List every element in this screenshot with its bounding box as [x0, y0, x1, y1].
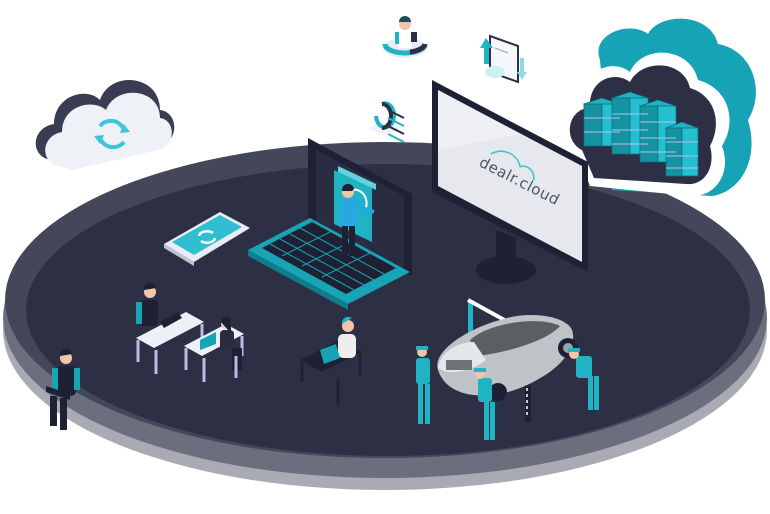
analytics-report-icon	[371, 101, 405, 143]
sync-cloud-icon	[35, 79, 175, 170]
laptop-with-presenter	[248, 138, 412, 310]
upload-download-document-icon	[480, 34, 527, 84]
desktop-monitor: dealr.cloud	[432, 80, 588, 284]
car-on-lift-with-mechanics	[416, 298, 599, 440]
woman-at-laptop-desk	[300, 316, 362, 404]
office-workers-at-desks	[136, 282, 244, 382]
smartphone-sync	[164, 212, 250, 266]
seated-man-with-laptop	[46, 348, 80, 430]
support-agent-icon	[382, 16, 428, 58]
server-cloud-icon	[561, 18, 756, 197]
